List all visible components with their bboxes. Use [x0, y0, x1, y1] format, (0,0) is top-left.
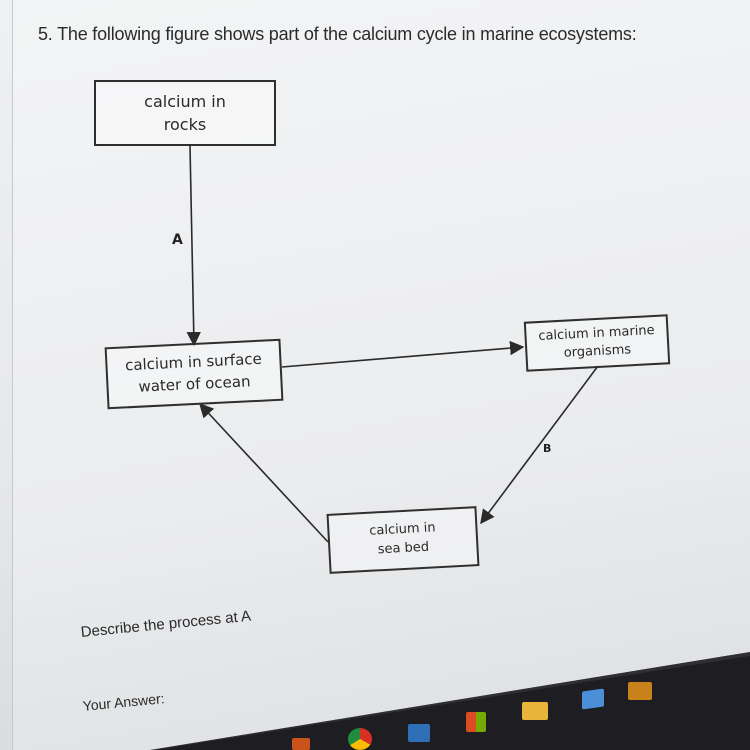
node-calcium-in-surface-water: calcium in surface water of ocean: [104, 338, 284, 410]
question-panel: [12, 0, 750, 750]
edge-icon[interactable]: [582, 688, 604, 710]
node-calcium-in-rocks: calcium in rocks: [94, 80, 276, 146]
question-text: 5. The following figure shows part of th…: [38, 24, 637, 44]
label-a: A: [172, 232, 183, 248]
folder-icon[interactable]: [292, 738, 310, 750]
arrow-surface-to-organisms: [281, 340, 525, 368]
chrome-icon[interactable]: [348, 728, 372, 750]
label-b: B: [543, 442, 552, 455]
arrow-seabed-to-surface: [199, 402, 329, 543]
arrow-organisms-to-seabed: [480, 365, 599, 525]
word-icon[interactable]: [628, 682, 652, 700]
store-icon[interactable]: [466, 712, 486, 732]
mail-icon[interactable]: [522, 702, 548, 720]
node-calcium-in-sea-bed: calcium in sea bed: [326, 506, 480, 574]
file-explorer-icon[interactable]: [408, 724, 430, 742]
arrow-rocks-to-surface: [186, 145, 201, 347]
node-calcium-in-marine-organisms: calcium in marine organisms: [523, 314, 671, 372]
